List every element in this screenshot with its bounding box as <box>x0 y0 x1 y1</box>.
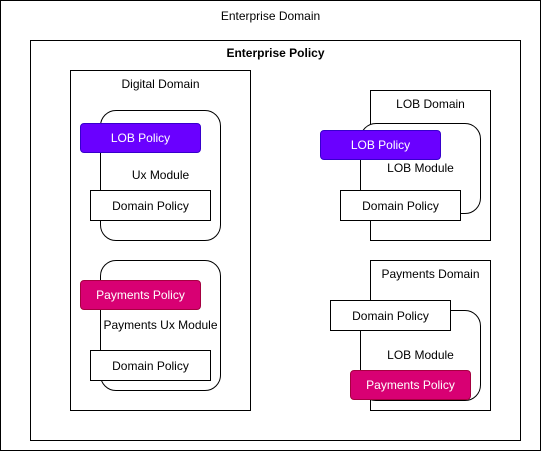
payments-ux-module-label: Payments Ux Module <box>103 318 218 332</box>
lob-domain-lob-policy: LOB Policy <box>320 130 441 160</box>
payments-domain-label: Payments Domain <box>381 267 480 281</box>
payments-ux-module-domain-policy: Domain Policy <box>90 350 211 381</box>
payments-ux-module-payments-policy: Payments Policy <box>80 280 201 310</box>
ux-module-domain-policy: Domain Policy <box>90 190 211 221</box>
enterprise-policy-label: Enterprise Policy <box>226 46 325 60</box>
ux-module-lob-policy: LOB Policy <box>80 123 201 153</box>
lob-domain-domain-policy: Domain Policy <box>340 190 461 221</box>
payments-domain-domain-policy: Domain Policy <box>330 300 451 331</box>
lob-domain-label: LOB Domain <box>396 97 465 111</box>
payments-domain-payments-policy: Payments Policy <box>350 370 471 400</box>
digital-domain-label: Digital Domain <box>121 77 200 91</box>
ux-module-label: Ux Module <box>131 168 190 182</box>
enterprise-domain-label: Enterprise Domain <box>220 9 321 23</box>
lob-domain-module-label: LOB Module <box>387 161 454 175</box>
payments-domain-module-label: LOB Module <box>387 348 454 362</box>
